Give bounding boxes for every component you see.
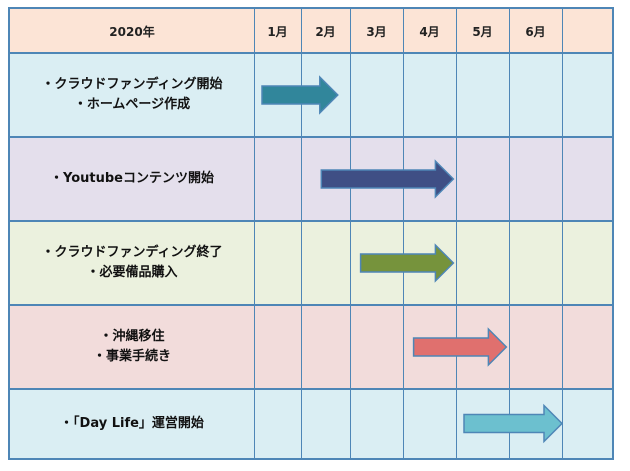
task-cell-1: ・クラウドファンディング開始 ・ホームページ作成 <box>10 53 254 137</box>
task-cell-4: ・沖縄移住 ・事業手続き <box>10 305 254 389</box>
row-band-2 <box>10 137 612 221</box>
divider-header <box>10 52 612 54</box>
task-label: ・事業手続き <box>92 349 171 364</box>
divider-month-4 <box>456 9 457 458</box>
task-cell-3: ・クラウドファンディング終了 ・必要備品購入 <box>10 221 254 305</box>
timeline-arrow-5 <box>463 403 564 444</box>
timeline-arrow-2 <box>320 159 455 199</box>
task-cell-5: ・「Day Life」運営開始 <box>10 389 254 458</box>
task-label: ・「Day Life」運営開始 <box>60 415 204 431</box>
task-label: ・沖縄移住 <box>99 329 165 344</box>
year-header: 2020年 <box>109 24 155 39</box>
divider-row-3 <box>10 304 612 306</box>
task-label: ・クラウドファンディング開始 <box>41 77 223 92</box>
divider-row-4 <box>10 388 612 390</box>
gantt-chart: 2020年 1月 2月 3月 4月 5月 6月 ・クラウドファンディング開始 ・… <box>8 7 614 460</box>
timeline-arrows <box>261 75 564 444</box>
divider-month-1 <box>301 9 302 458</box>
divider-row-1 <box>10 136 612 138</box>
divider-row-2 <box>10 220 612 222</box>
header-band <box>10 9 612 53</box>
month-header-5: 5月 <box>472 24 493 39</box>
divider-task-col <box>254 9 255 458</box>
divider-month-5 <box>509 9 510 458</box>
task-label: ・Youtubeコンテンツ開始 <box>50 171 214 186</box>
divider-month-6 <box>562 9 563 458</box>
task-label: ・ホームページ作成 <box>73 97 191 112</box>
timeline-arrow-4 <box>412 327 508 367</box>
month-header-1: 1月 <box>267 24 288 39</box>
task-cell-2: ・Youtubeコンテンツ開始 <box>10 137 254 221</box>
timeline-arrow-3 <box>359 243 455 283</box>
divider-month-3 <box>403 9 404 458</box>
row-band-4 <box>10 305 612 389</box>
row-band-3 <box>10 221 612 305</box>
timeline-arrow-1 <box>261 75 339 115</box>
month-header-4: 4月 <box>419 24 440 39</box>
divider-month-2 <box>350 9 351 458</box>
month-header-2: 2月 <box>315 24 336 39</box>
month-header-6: 6月 <box>525 24 546 39</box>
task-label: ・クラウドファンディング終了 <box>41 245 223 260</box>
month-header-3: 3月 <box>366 24 387 39</box>
task-label: ・必要備品購入 <box>86 265 178 280</box>
